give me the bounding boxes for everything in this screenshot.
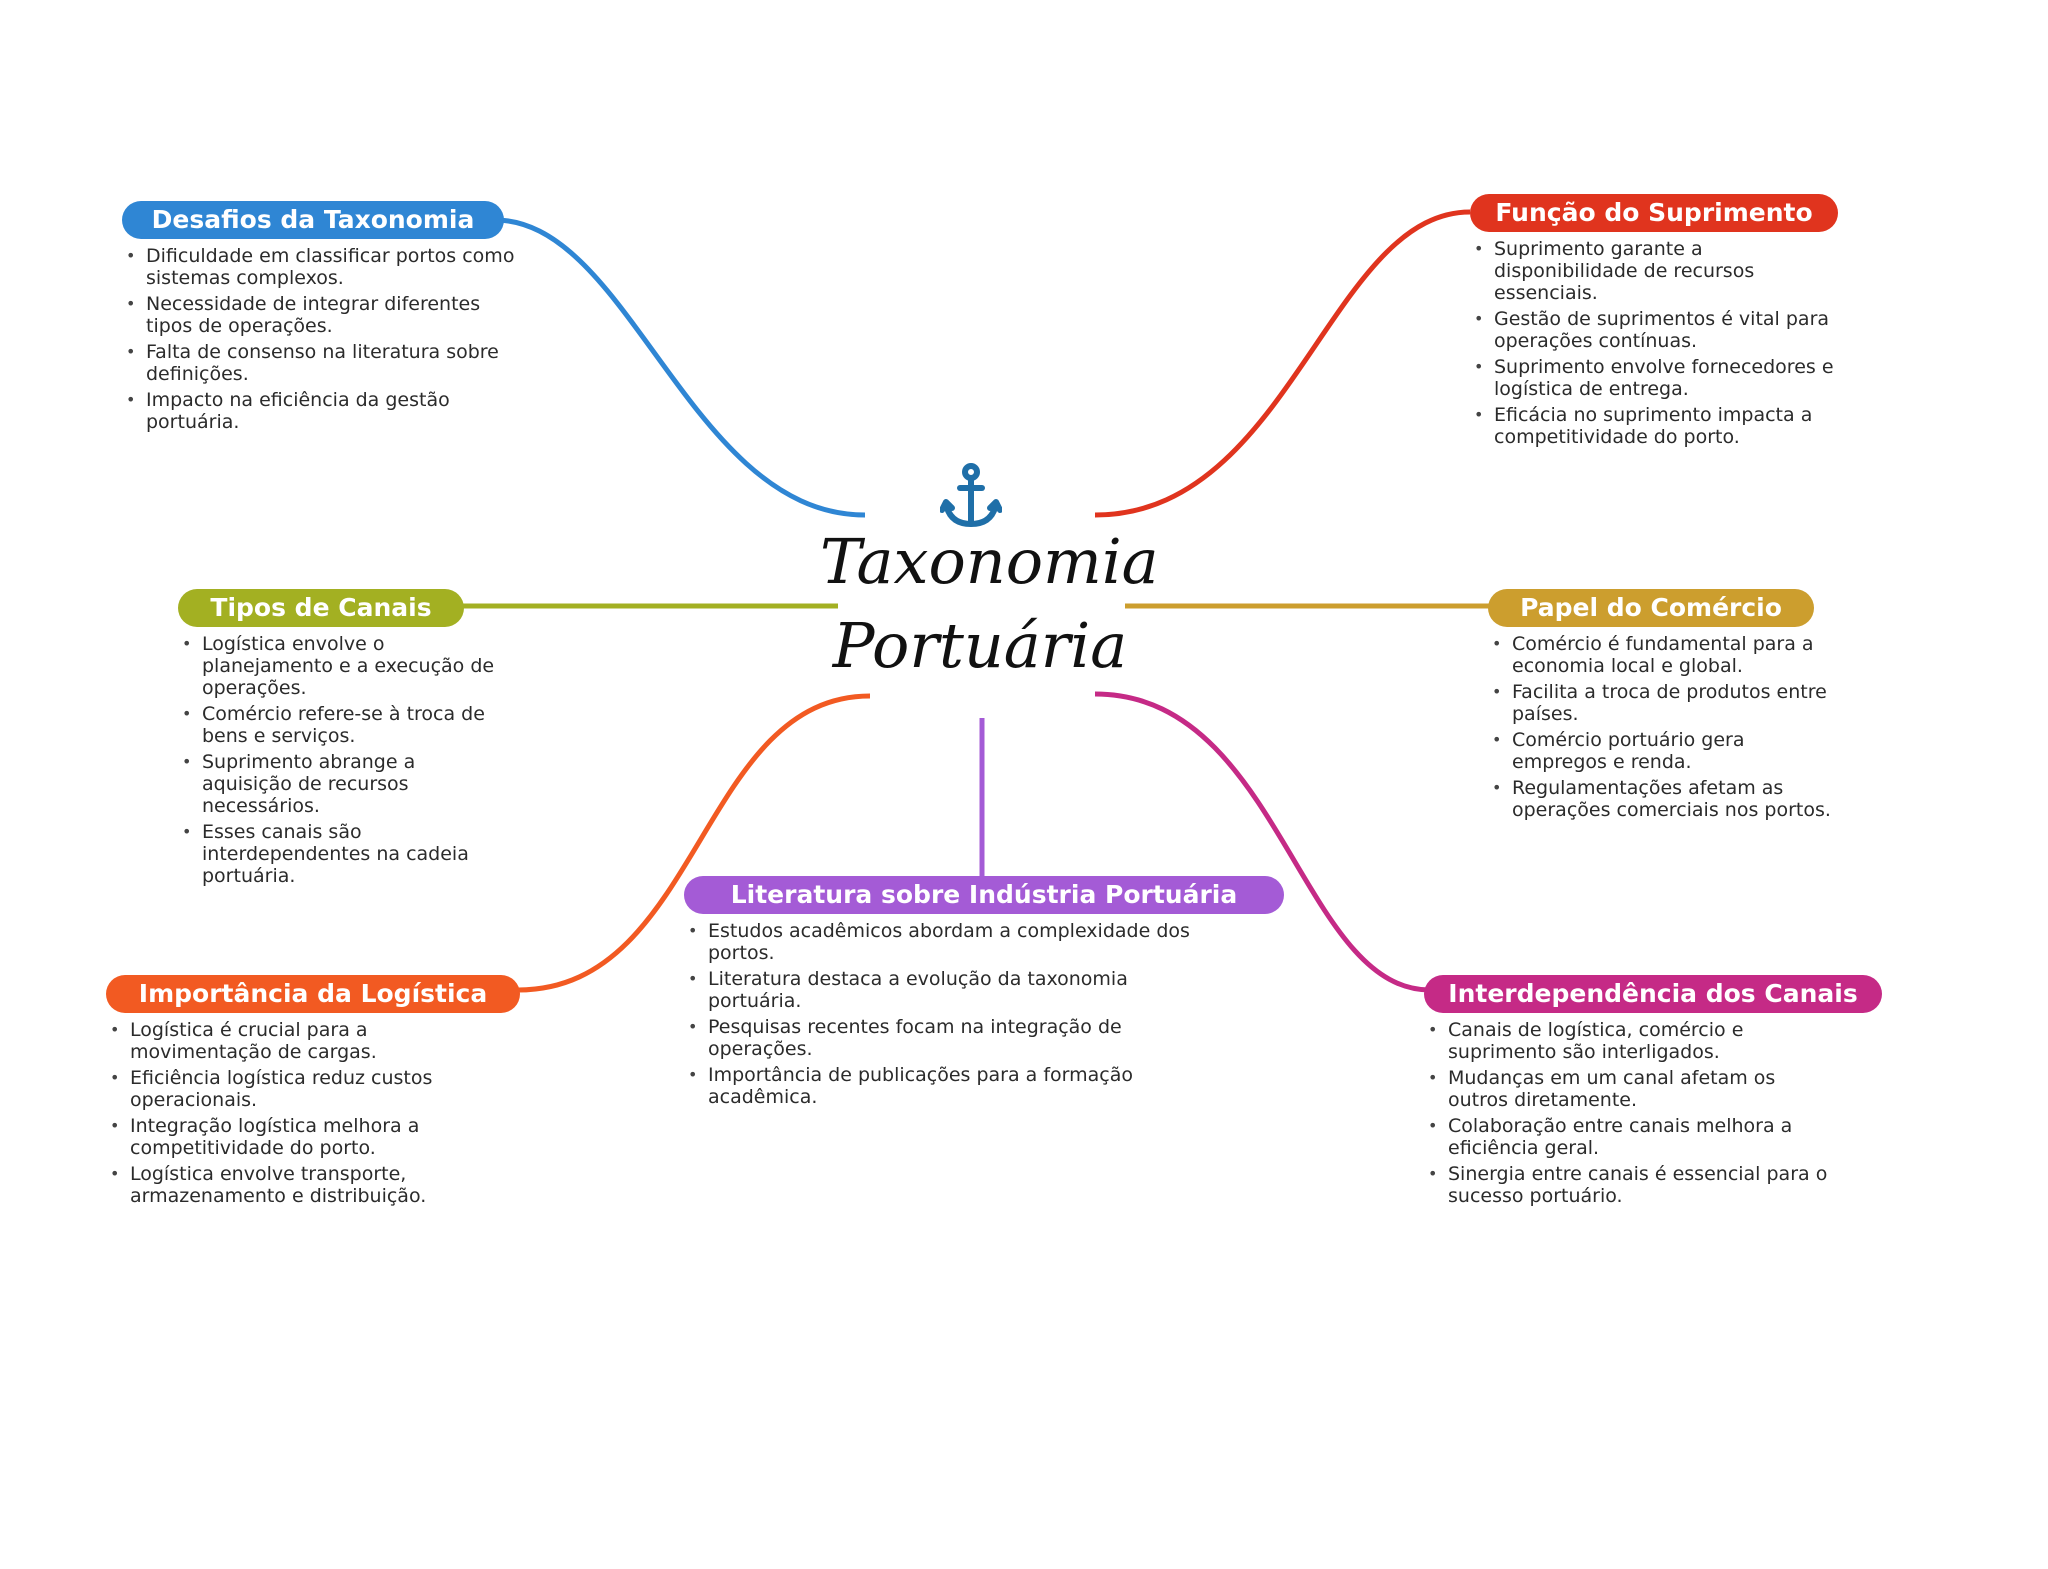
list-item: Logística envolve o planejamento e a exe…: [182, 633, 508, 699]
connector-funcao: [1094, 209, 1471, 518]
list-item: Eficácia no suprimento impacta a competi…: [1474, 404, 1850, 448]
list-item: Integração logística melhora a competiti…: [110, 1115, 460, 1159]
list-item: Esses canais são interdependentes na cad…: [182, 821, 508, 887]
branch-title-desafios: Desafios da Taxonomia: [122, 201, 504, 239]
list-item: Colaboração entre canais melhora a efici…: [1428, 1115, 1828, 1159]
list-item: Comércio é fundamental para a economia l…: [1492, 633, 1838, 677]
list-item: Suprimento abrange a aquisição de recurs…: [182, 751, 508, 817]
branch-items-tipos: Logística envolve o planejamento e a exe…: [178, 633, 508, 887]
branch-literatura: Literatura sobre Indústria Portuária Est…: [684, 876, 1284, 1112]
branch-interdependencia: Interdependência dos Canais Canais de lo…: [1424, 975, 1886, 1211]
branch-desafios: Desafios da Taxonomia Dificuldade em cla…: [122, 201, 522, 437]
branch-title-interdependencia: Interdependência dos Canais: [1424, 975, 1882, 1013]
branch-papel: Papel do Comércio Comércio é fundamental…: [1488, 589, 1838, 825]
list-item: Comércio portuário gera empregos e renda…: [1492, 729, 1838, 773]
connector-desafios: [494, 217, 866, 518]
list-item: Dificuldade em classificar portos como s…: [126, 245, 522, 289]
branch-funcao: Função do Suprimento Suprimento garante …: [1470, 194, 1850, 452]
branch-title-importancia: Importância da Logística: [106, 975, 520, 1013]
branch-items-desafios: Dificuldade em classificar portos como s…: [122, 245, 522, 433]
branch-items-importancia: Logística é crucial para a movimentação …: [106, 1019, 460, 1207]
branch-items-literatura: Estudos acadêmicos abordam a complexidad…: [684, 920, 1208, 1108]
list-item: Sinergia entre canais é essencial para o…: [1428, 1163, 1828, 1207]
branch-title-papel: Papel do Comércio: [1488, 589, 1814, 627]
list-item: Impacto na eficiência da gestão portuári…: [126, 389, 522, 433]
central-topic-line-2: Portuária: [832, 609, 1128, 682]
list-item: Logística envolve transporte, armazename…: [110, 1163, 460, 1207]
central-topic-line-1: Taxonomia: [820, 525, 1159, 598]
list-item: Falta de consenso na literatura sobre de…: [126, 341, 522, 385]
list-item: Pesquisas recentes focam na integração d…: [688, 1016, 1208, 1060]
branch-items-interdependencia: Canais de logística, comércio e suprimen…: [1424, 1019, 1828, 1207]
branch-tipos: Tipos de Canais Logística envolve o plan…: [178, 589, 508, 891]
anchor-icon: [940, 463, 1002, 527]
list-item: Comércio refere-se à troca de bens e ser…: [182, 703, 508, 747]
branch-items-funcao: Suprimento garante a disponibilidade de …: [1470, 238, 1850, 448]
list-item: Suprimento envolve fornecedores e logíst…: [1474, 356, 1850, 400]
list-item: Regulamentações afetam as operações come…: [1492, 777, 1838, 821]
list-item: Importância de publicações para a formaç…: [688, 1064, 1208, 1108]
anchor-icon-glyph: [940, 463, 1002, 527]
branch-items-papel: Comércio é fundamental para a economia l…: [1488, 633, 1838, 821]
central-topic: Taxonomia Portuária: [820, 520, 1159, 688]
list-item: Mudanças em um canal afetam os outros di…: [1428, 1067, 1828, 1111]
connector-interdependencia: [1094, 691, 1431, 993]
branch-importancia: Importância da Logística Logística é cru…: [106, 975, 526, 1211]
list-item: Literatura destaca a evolução da taxonom…: [688, 968, 1208, 1012]
list-item: Suprimento garante a disponibilidade de …: [1474, 238, 1850, 304]
connector-importancia: [517, 693, 871, 993]
list-item: Canais de logística, comércio e suprimen…: [1428, 1019, 1828, 1063]
list-item: Facilita a troca de produtos entre paíse…: [1492, 681, 1838, 725]
list-item: Logística é crucial para a movimentação …: [110, 1019, 460, 1063]
list-item: Necessidade de integrar diferentes tipos…: [126, 293, 522, 337]
list-item: Gestão de suprimentos é vital para opera…: [1474, 308, 1850, 352]
list-item: Eficiência logística reduz custos operac…: [110, 1067, 460, 1111]
branch-title-funcao: Função do Suprimento: [1470, 194, 1838, 232]
branch-title-tipos: Tipos de Canais: [178, 589, 464, 627]
branch-title-literatura: Literatura sobre Indústria Portuária: [684, 876, 1284, 914]
list-item: Estudos acadêmicos abordam a complexidad…: [688, 920, 1208, 964]
